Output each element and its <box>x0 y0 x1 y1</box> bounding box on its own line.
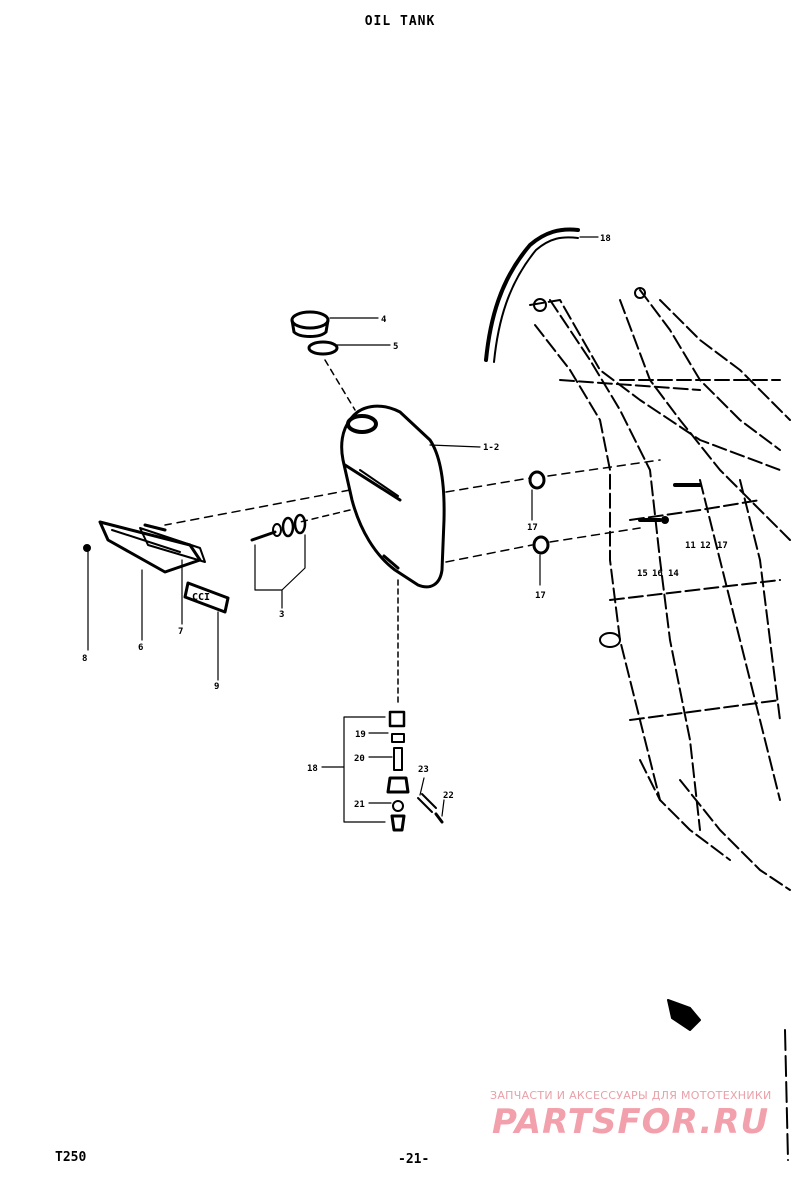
mounting-bolt-set <box>250 513 307 542</box>
callout-20: 20 <box>354 754 365 764</box>
check-valve <box>417 793 444 824</box>
callout-22: 22 <box>443 791 454 801</box>
callout-15: 15 <box>637 569 648 579</box>
callout-12: 12 <box>700 541 711 551</box>
callout-18-hose: 18 <box>600 234 611 244</box>
callout-18-group: 18 <box>307 764 318 774</box>
oil-hose <box>484 227 580 362</box>
callout-7: 7 <box>178 627 183 637</box>
callout-8: 8 <box>82 654 87 664</box>
callout-19: 19 <box>355 730 366 740</box>
svg-text:CCI: CCI <box>192 592 210 603</box>
callout-3: 3 <box>279 610 284 620</box>
watermark-tagline: ЗАПЧАСТИ И АКСЕССУАРЫ ДЛЯ МОТОТЕХНИКИ <box>490 1089 772 1102</box>
page-number: -21- <box>398 1152 430 1167</box>
callout-16: 16 <box>652 569 663 579</box>
grommet-upper <box>528 470 546 490</box>
model-code: T250 <box>55 1150 87 1165</box>
callout-14: 14 <box>668 569 679 579</box>
callout-11: 11 <box>685 541 696 551</box>
oil-tank-body <box>340 404 446 589</box>
callout-17-lower: 17 <box>535 591 546 601</box>
filler-cap <box>290 310 330 338</box>
diagram-title: OIL TANK <box>364 14 436 29</box>
callout-5: 5 <box>393 342 398 352</box>
fitting-group-bracket <box>343 716 386 823</box>
oil-fitting-stack <box>386 710 410 832</box>
callout-21: 21 <box>354 800 365 810</box>
emblem-screw <box>83 544 91 552</box>
cap-gasket <box>307 340 339 356</box>
motorcycle-frame <box>529 289 791 891</box>
callout-17-frame: 17 <box>717 541 728 551</box>
callout-17-upper: 17 <box>527 523 538 533</box>
callout-1-2: 1-2 <box>483 443 499 453</box>
tank-badge <box>139 527 206 563</box>
callout-4: 4 <box>381 315 387 325</box>
callout-23: 23 <box>418 765 429 775</box>
callout-9: 9 <box>214 682 219 692</box>
callout-6: 6 <box>138 643 143 653</box>
frame-fragment <box>667 999 701 1031</box>
tank-emblem <box>98 520 202 574</box>
watermark-logo[interactable]: PARTSFOR.RU <box>492 1102 770 1142</box>
grommet-lower <box>532 535 550 555</box>
caution-label: CCI <box>183 581 230 614</box>
